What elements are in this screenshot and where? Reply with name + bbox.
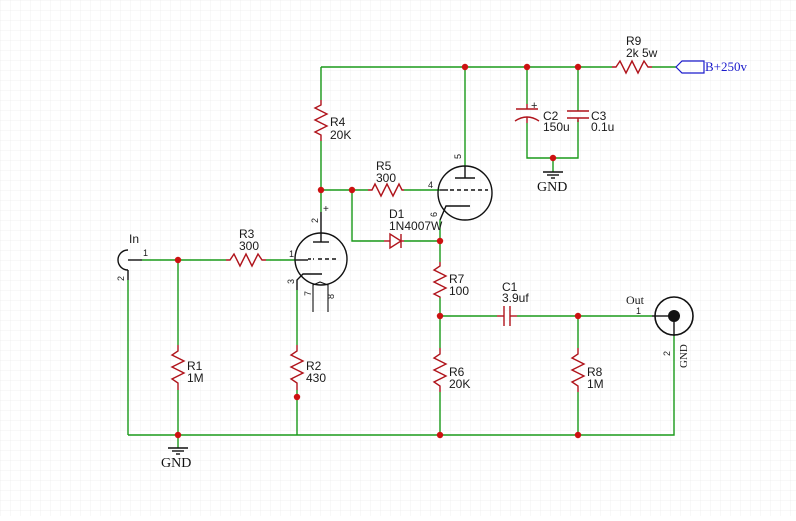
- diode-d1[interactable]: D1 1N4007W: [384, 207, 443, 250]
- capacitor-c1[interactable]: C1 3.9uf: [497, 280, 529, 326]
- output-pin-1: 1: [636, 306, 641, 316]
- wires: [127, 66, 676, 448]
- input-jack[interactable]: In 1 2: [116, 232, 148, 281]
- v1-pin-1: 1: [289, 249, 294, 259]
- capacitor-c2[interactable]: + C2 150u: [514, 100, 570, 134]
- resistor-r9[interactable]: R9 2k 5w: [612, 34, 658, 75]
- junction-dot: [549, 154, 557, 162]
- r7-ref: R7: [449, 272, 465, 286]
- input-pin-1: 1: [143, 248, 148, 258]
- bplus-label: B+250v: [705, 59, 748, 74]
- capacitor-c3[interactable]: C3 0.1u: [567, 109, 614, 134]
- tube-v2[interactable]: 5 4 6: [428, 154, 493, 221]
- v2-pin-5: 5: [453, 154, 463, 159]
- r4-value: 20K: [330, 128, 351, 142]
- output-label: Out: [626, 293, 645, 307]
- v1-anode-mark: +: [323, 204, 329, 215]
- c2-ref: C2: [543, 109, 559, 123]
- r8-value: 1M: [587, 377, 604, 391]
- r2-value: 430: [306, 371, 326, 385]
- junction-dot: [348, 186, 356, 194]
- junction-dot: [436, 237, 444, 245]
- c3-value: 0.1u: [591, 120, 614, 134]
- v1-pin-3: 3: [286, 279, 296, 284]
- wire-ground-bus: [128, 336, 675, 436]
- v1-pin-8: 8: [326, 294, 336, 299]
- resistor-r1[interactable]: R1 1M: [170, 345, 204, 390]
- resistor-r2[interactable]: R2 430: [289, 345, 326, 390]
- c2-polarity: +: [531, 100, 537, 112]
- junction-dot: [574, 312, 582, 320]
- junction-dot: [436, 312, 444, 320]
- junction-dot: [317, 186, 325, 194]
- r2-ref: R2: [306, 359, 322, 373]
- r3-value: 300: [239, 239, 259, 253]
- input-pin-2: 2: [116, 276, 126, 281]
- r6-ref: R6: [449, 365, 465, 379]
- r8-ref: R8: [587, 365, 603, 379]
- junction-dot: [574, 431, 582, 439]
- r1-value: 1M: [187, 371, 204, 385]
- wire-d1-anode: [351, 190, 384, 242]
- resistor-r5[interactable]: R5 300: [368, 159, 404, 198]
- c3-ref: C3: [591, 109, 607, 123]
- wire-r4-bottom: [320, 141, 368, 191]
- resistor-r3[interactable]: R3 300: [226, 227, 266, 268]
- output-jack[interactable]: Out 1 2 GND: [626, 293, 694, 368]
- v2-pin-4: 4: [428, 180, 433, 190]
- resistor-r4[interactable]: R4 20K: [313, 100, 351, 142]
- r1-ref: R1: [187, 359, 203, 373]
- output-pin-2: 2: [662, 351, 672, 356]
- r9-value: 2k 5w: [626, 46, 658, 60]
- r7-value: 100: [449, 284, 469, 298]
- input-label: In: [129, 232, 139, 246]
- output-gnd-label: GND: [678, 344, 690, 368]
- ground-symbol-2: GND: [537, 171, 567, 195]
- d1-value: 1N4007W: [389, 219, 443, 233]
- tube-v1[interactable]: 2 + 1 3 7 8: [286, 204, 348, 312]
- c1-ref: C1: [502, 280, 518, 294]
- junction-dot: [174, 256, 182, 264]
- junction-dot: [174, 431, 182, 439]
- bplus-port[interactable]: B+250v: [675, 59, 748, 74]
- resistor-r6[interactable]: R6 20K: [432, 348, 470, 392]
- r6-value: 20K: [449, 377, 470, 391]
- r5-ref: R5: [376, 159, 392, 173]
- d1-ref: D1: [389, 207, 405, 221]
- r4-ref: R4: [330, 115, 346, 129]
- junctions: [174, 63, 582, 439]
- resistor-r8[interactable]: R8 1M: [570, 348, 604, 392]
- v1-pin-2: 2: [310, 218, 320, 223]
- r9-ref: R9: [626, 34, 642, 48]
- junction-dot: [436, 431, 444, 439]
- junction-dot: [293, 393, 301, 401]
- ground-symbol-1: GND: [161, 447, 191, 471]
- c2-value: 150u: [543, 120, 570, 134]
- junction-dot: [461, 63, 469, 71]
- r5-value: 300: [376, 171, 396, 185]
- resistor-r7[interactable]: R7 100: [432, 262, 469, 298]
- junction-dot: [523, 63, 531, 71]
- gnd1-label: GND: [161, 456, 191, 471]
- gnd2-label: GND: [537, 180, 567, 195]
- v2-pin-6: 6: [429, 212, 439, 217]
- junction-dot: [574, 63, 582, 71]
- c1-value: 3.9uf: [502, 291, 529, 305]
- v1-pin-7: 7: [303, 291, 313, 296]
- r3-ref: R3: [239, 227, 255, 241]
